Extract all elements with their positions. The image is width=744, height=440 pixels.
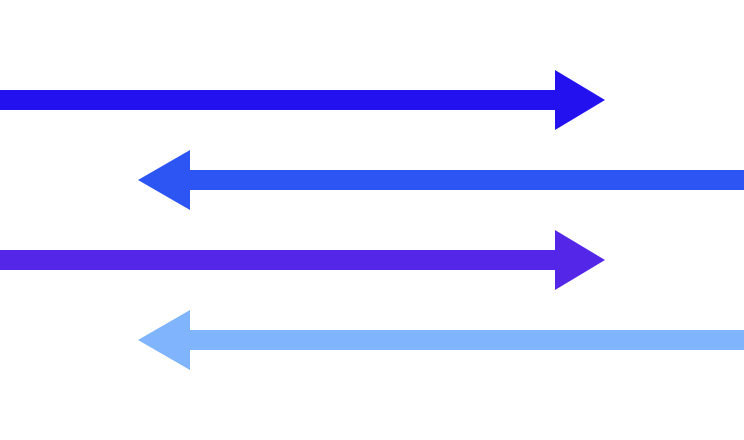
arrow-left-4 — [138, 310, 744, 370]
arrow-left-2 — [138, 150, 744, 210]
arrow-right-3 — [0, 230, 605, 290]
arrow-right-1 — [0, 70, 605, 130]
